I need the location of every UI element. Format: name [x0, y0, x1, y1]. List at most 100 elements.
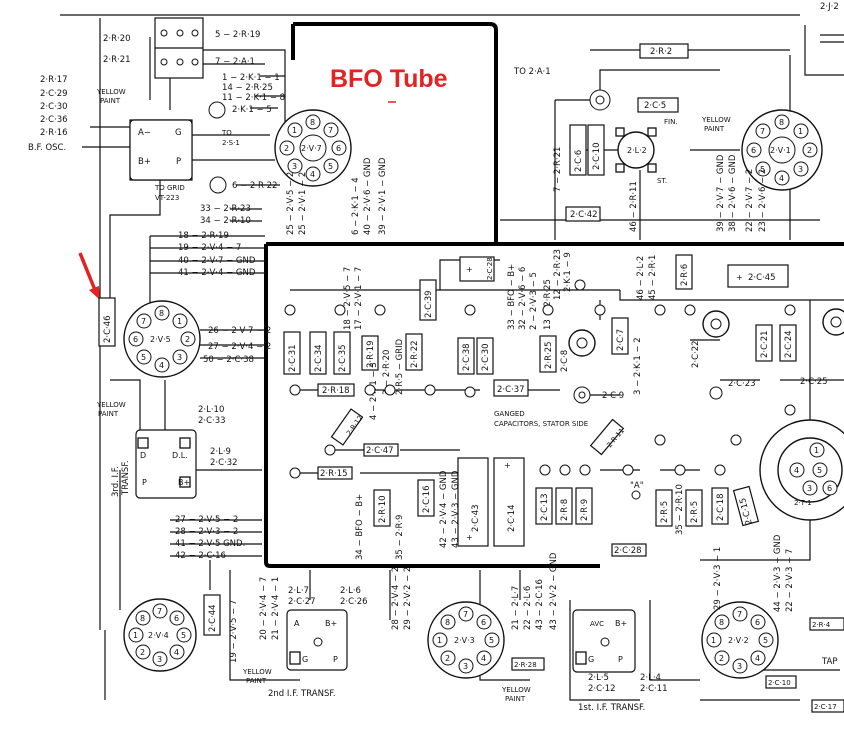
- left-label: 2·R·17: [40, 75, 68, 85]
- svg-text:6: 6: [133, 335, 138, 344]
- wire-label: 25 − 2·V·1 − 2: [298, 172, 308, 235]
- svg-text:1: 1: [177, 317, 182, 326]
- svg-text:7: 7: [760, 127, 765, 136]
- svg-text:5: 5: [763, 636, 768, 645]
- wire-label: 35 − 2·R·9: [395, 515, 405, 560]
- svg-text:B+: B+: [615, 619, 627, 628]
- capacitor-c30: [476, 337, 494, 375]
- svg-text:P: P: [176, 157, 181, 167]
- svg-text:2·V·1: 2·V·1: [770, 146, 791, 155]
- svg-text:3: 3: [798, 165, 803, 174]
- svg-text:2: 2: [807, 146, 812, 155]
- wire-label: 6 − 2·R·22: [232, 181, 277, 191]
- svg-text:B+: B+: [325, 619, 337, 628]
- wire-label: 22 − 2·L·6: [523, 586, 533, 630]
- svg-text:5: 5: [817, 466, 822, 475]
- svg-text:7: 7: [463, 610, 468, 619]
- svg-text:P: P: [618, 655, 623, 664]
- resistor-r19: [361, 335, 379, 371]
- capacitor-c14: [535, 487, 553, 525]
- capacitor-c46: [98, 297, 116, 347]
- svg-text:4: 4: [481, 654, 486, 663]
- svg-text:4: 4: [755, 654, 760, 663]
- if2-ref: 2·C·27: [288, 597, 316, 607]
- wire-label: 23 − 2·V·6 − 2: [758, 169, 768, 232]
- ganged-label: CAPACITORS, STATOR SIDE: [494, 420, 588, 428]
- svg-text:1: 1: [437, 636, 442, 645]
- svg-text:3: 3: [177, 353, 182, 362]
- wire-label: 27 − 2·V·4 − 2: [208, 342, 271, 352]
- svg-text:8: 8: [140, 614, 145, 623]
- terminal: [631, 490, 641, 500]
- svg-text:+: +: [466, 533, 473, 542]
- wire-label: 3 − 2·R·20: [382, 350, 392, 395]
- if2-ref: 2·C·26: [340, 597, 368, 607]
- component-label: 2·C·45: [748, 273, 776, 283]
- capacitor-c19: [711, 487, 729, 525]
- svg-text:4: 4: [310, 170, 315, 179]
- component-label: 2·R·5: [690, 501, 700, 523]
- capacitor-c45: [727, 264, 789, 288]
- left-label: 2·C·29: [40, 89, 68, 99]
- svg-text:A: A: [294, 619, 300, 628]
- component-label: 2·R·5: [660, 501, 670, 523]
- svg-text:1: 1: [814, 446, 819, 455]
- component-label: 2·C·47: [366, 446, 394, 456]
- svg-text:8: 8: [445, 618, 450, 627]
- svg-text:2: 2: [284, 144, 289, 153]
- if3-ref: 2·L·10: [198, 405, 224, 415]
- chassis-outline: [264, 22, 844, 568]
- terminal-points: [284, 279, 796, 479]
- wire-label: 29 − 2·V·3 − 1: [713, 547, 723, 610]
- trimmer-right: [822, 308, 844, 336]
- relay-label-n7: 7 − 2·A·1: [215, 57, 255, 67]
- wire-label: 21 − 2·V·4 − 1: [271, 577, 281, 640]
- component-label: 2·R·18: [322, 386, 350, 396]
- if1-ref: 2·L·5: [588, 673, 609, 683]
- if1-transformer: AVC B+ G P: [572, 609, 636, 673]
- resistor-r10: [373, 489, 391, 527]
- component-label: 2·C·7: [616, 329, 626, 351]
- component-label: 2·C·44: [208, 604, 218, 632]
- wire-label: 28 − 2·V·3 − 2: [175, 527, 238, 537]
- capacitor-c43: + 2·C·14: [493, 457, 525, 547]
- wire-label: 42 − 2·V·4 − GND: [439, 470, 449, 548]
- relay-label-r20: 2·R·20: [103, 34, 131, 44]
- capacitor-c47: [363, 443, 399, 457]
- if2-ref: 2·L·6: [340, 586, 361, 596]
- wiring: [82, 25, 844, 701]
- svg-text:1: 1: [798, 127, 803, 136]
- capacitor-c5: [639, 43, 689, 59]
- trimmer-c22: [702, 310, 730, 338]
- wire-label: 33 − 2·R·23: [200, 204, 251, 214]
- left-label: 2·R·16: [40, 128, 68, 138]
- svg-text:AVC: AVC: [590, 620, 604, 628]
- yellow-paint-label: PAINT: [100, 97, 121, 105]
- wire-label: 43 − 2·C·16: [535, 579, 545, 630]
- wire-label: 17 − 2·V·1 − 7: [354, 267, 364, 330]
- coil-l2: 2·L·2: [615, 127, 657, 173]
- if2-label: 2nd I.F. TRANSF.: [268, 689, 336, 699]
- svg-text:4: 4: [174, 648, 179, 657]
- tube-socket-v3: 7 6 5 4 3 2 1 8 2·V·3: [427, 601, 505, 679]
- jack-label: 2·J·2: [820, 2, 839, 12]
- svg-text:7: 7: [328, 126, 333, 135]
- yellow-paint-label: PAINT: [505, 695, 526, 703]
- wire-label: 18 − 2·V·5 − 7: [343, 267, 353, 330]
- svg-text:4: 4: [159, 361, 164, 370]
- wire-label: 2·K·1 − 5: [232, 105, 272, 115]
- wire-label: 40 − 2·V·6 − GND: [363, 157, 373, 235]
- component-label: 2·R·10: [378, 495, 388, 523]
- bfo-tube-socket: 8 7 6 5 4 3 2 1 2·V·7: [274, 109, 352, 187]
- svg-text:3: 3: [292, 162, 297, 171]
- capacitor-c35: [333, 331, 351, 375]
- component-label: 2·C·39: [424, 290, 434, 318]
- component-label: 2·C·30: [481, 343, 491, 371]
- wire-label: 2 − 2·V·3 − 5: [529, 272, 539, 330]
- component-label: 2·R·9: [580, 499, 590, 521]
- coil-st-label: ST.: [657, 177, 667, 185]
- component-label: 2·R·4: [812, 621, 831, 629]
- component-label: 2·R·8: [560, 499, 570, 521]
- svg-text:2: 2: [140, 648, 145, 657]
